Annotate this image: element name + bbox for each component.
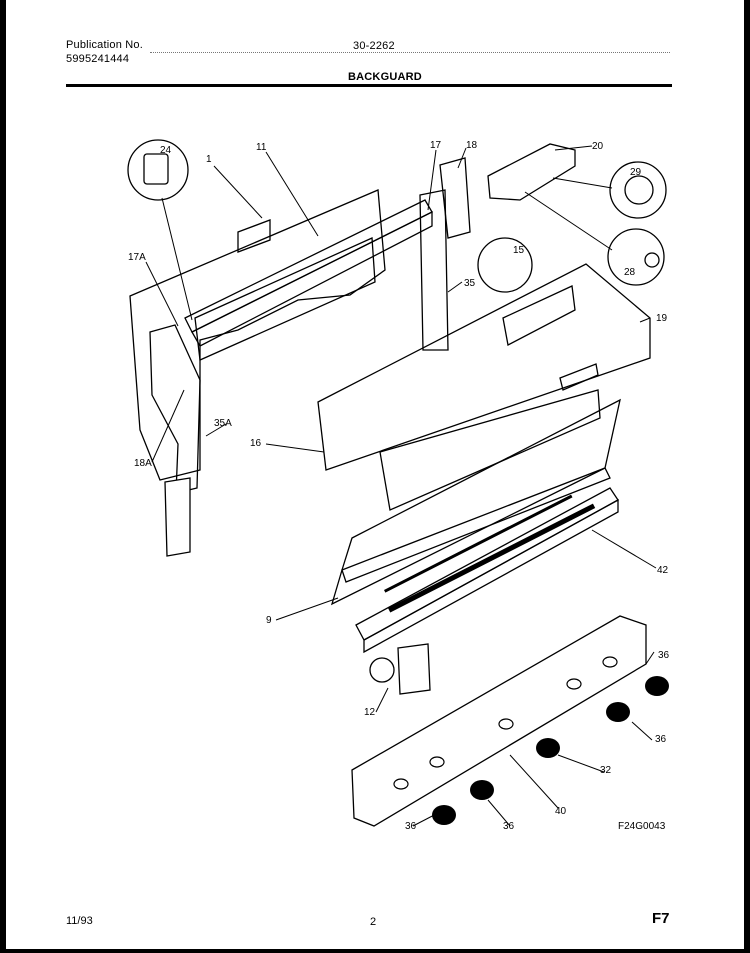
- detail-circle-24: [127, 139, 189, 201]
- trim-9: [330, 398, 621, 606]
- section-title: BACKGUARD: [348, 71, 422, 83]
- part-label: 32: [600, 765, 612, 776]
- part-label: 11: [256, 142, 267, 153]
- detail-circle-28: [607, 228, 665, 286]
- part-label: 29: [630, 167, 642, 178]
- part-label: 36: [655, 734, 667, 745]
- part-label: 36: [503, 821, 515, 832]
- bracket-top-tab: [237, 219, 271, 253]
- thermostat-dial: [369, 657, 395, 683]
- footer-page-tag: F7: [652, 910, 670, 927]
- top-rail-face: [191, 210, 433, 347]
- part-label: 28: [624, 267, 636, 278]
- burner-hole: [429, 756, 445, 768]
- part-label: 36: [658, 650, 670, 661]
- right-scan-border: [744, 0, 750, 953]
- burner-hole: [602, 656, 618, 668]
- back-bracket-outline: [129, 189, 386, 481]
- part-label: 42: [657, 565, 669, 576]
- upright-18: [439, 157, 471, 239]
- part-label: 35: [464, 278, 476, 289]
- valve-knob-32: [536, 738, 560, 758]
- part-label: 36: [405, 821, 417, 832]
- detail-circle-15: [477, 237, 533, 293]
- switch-24: [143, 153, 169, 185]
- footer-date: 11/93: [66, 915, 93, 927]
- burner-hole: [566, 678, 582, 690]
- valve-knob-36: [645, 676, 669, 696]
- valve-knob-36: [432, 805, 456, 825]
- part-label: 24: [160, 145, 172, 156]
- footer-page-number: 2: [370, 916, 377, 928]
- burner-hole: [498, 718, 514, 730]
- part-label: 40: [555, 806, 567, 817]
- bracket-inner-frame: [194, 237, 376, 361]
- part-label: 35A: [214, 418, 232, 429]
- header-rule: [66, 84, 672, 87]
- part-label: 18: [466, 140, 478, 151]
- trim-9-underside: [341, 467, 611, 583]
- part-label: 18A: [134, 458, 152, 469]
- panel-display: [559, 363, 599, 391]
- publication-label: Publication No.: [66, 39, 143, 51]
- publication-number: 5995241444: [66, 53, 130, 65]
- part-label: 9: [266, 615, 272, 626]
- knob-29: [624, 175, 654, 205]
- figure-code: F24G0043: [618, 821, 666, 832]
- part-label: 17A: [128, 252, 146, 263]
- burner-bar-40: [351, 615, 647, 827]
- detail-circle-29: [609, 161, 667, 219]
- side-bracket-18a: [149, 324, 201, 494]
- header-dotted-leader: [150, 52, 670, 53]
- burner-hole: [393, 778, 409, 790]
- bottom-scan-border: [0, 949, 750, 953]
- thermostat-body: [397, 643, 431, 695]
- document-code: 30-2262: [353, 40, 395, 52]
- part-label: 15: [513, 245, 525, 256]
- screw-28: [644, 252, 660, 268]
- side-strip: [164, 477, 191, 557]
- slot-strip: [387, 503, 596, 613]
- manifold-panel-face: [363, 498, 619, 654]
- manifold-panel-42: [355, 487, 619, 641]
- part-label: 16: [250, 438, 262, 449]
- panel-window: [502, 285, 576, 346]
- overlay-lens-16: [379, 389, 601, 511]
- part-label: 19: [656, 313, 668, 324]
- part-label: 17: [430, 140, 442, 151]
- slot-strip: [383, 494, 573, 593]
- valve-knob-36: [606, 702, 630, 722]
- left-scan-border: [0, 0, 6, 953]
- valve-knob-36: [470, 780, 494, 800]
- part-label: 20: [592, 141, 604, 152]
- part-label: 12: [364, 707, 376, 718]
- right-upright: [419, 189, 449, 351]
- clock-module-20: [487, 143, 576, 201]
- control-panel-19: [317, 263, 651, 471]
- part-label: 1: [206, 154, 212, 165]
